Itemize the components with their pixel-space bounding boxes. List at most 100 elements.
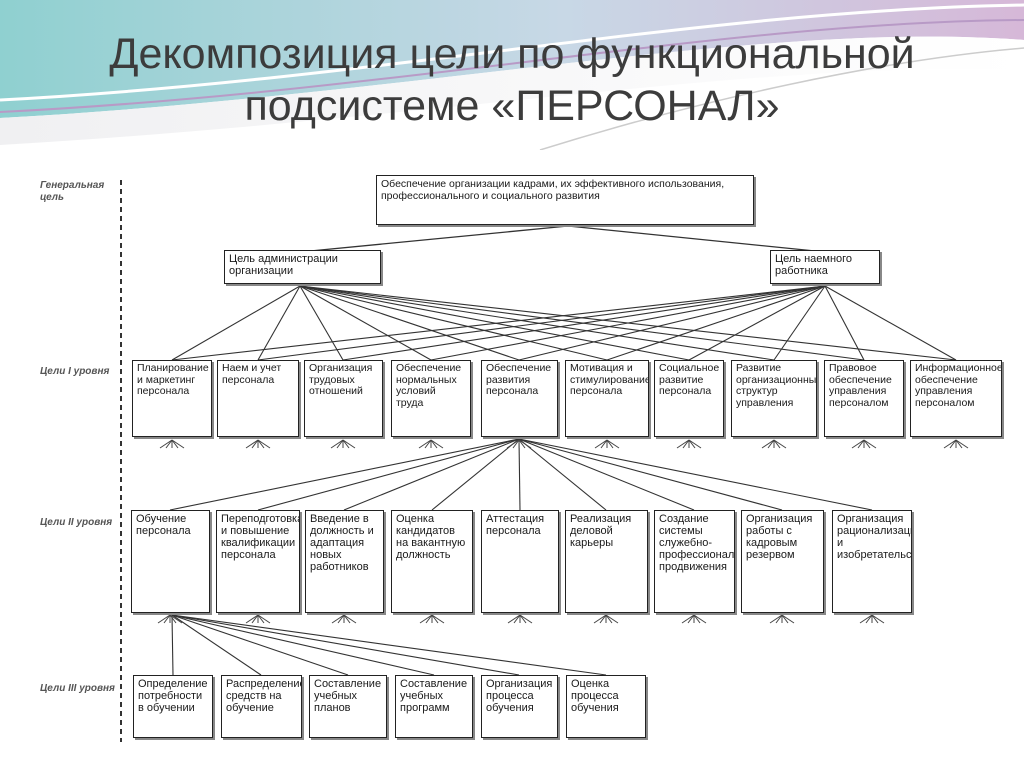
fan-mark (343, 614, 357, 624)
fan-mark (513, 614, 521, 624)
level2-goal-box: Аттестация персонала (481, 510, 559, 613)
fan-mark (169, 614, 177, 624)
fan-mark (507, 614, 521, 624)
connector-line (171, 285, 301, 361)
fan-mark (336, 439, 344, 449)
connector-line (824, 285, 957, 361)
fan-mark (251, 614, 259, 624)
connector-line (518, 438, 873, 511)
connector-line (171, 614, 520, 676)
fan-mark (688, 439, 702, 449)
level2-goal-box: Переподготовка и повышение квалификации … (216, 510, 300, 613)
level3-goal-box: Определение потребности в обучении (133, 675, 213, 738)
fan-mark (512, 439, 520, 449)
fan-mark (419, 614, 433, 624)
link-general-employee (567, 225, 826, 253)
connector-line (606, 285, 826, 361)
connector-line (299, 285, 432, 361)
fan-mark (430, 439, 444, 449)
fan-mark (257, 439, 265, 449)
fan-mark (605, 614, 619, 624)
fan-mark (693, 614, 701, 624)
level1-goal-box: Организация трудовых отношений (304, 360, 383, 437)
connector-line (824, 285, 865, 361)
connector-line (299, 285, 608, 361)
level1-goal-box: Обеспечение развития персонала (481, 360, 558, 437)
fan-mark (687, 614, 695, 624)
connector-line (257, 285, 826, 361)
connector-line (342, 285, 826, 361)
connector-line (688, 285, 826, 361)
connector-line (518, 438, 607, 511)
level3-goal-box: Распределение средств на обучение (221, 675, 302, 738)
level1-goal-box: Информационное обеспечение управления пе… (910, 360, 1002, 437)
fan-mark (767, 439, 775, 449)
level-label-1: Цели I уровня (40, 366, 110, 377)
level2-goal-box: Оценка кандидатов на вакантную должность (391, 510, 473, 613)
connector-line (171, 614, 174, 676)
fan-mark (343, 614, 351, 624)
employee-goal-box: Цель наемного работника (770, 250, 880, 284)
link-general-admin (299, 225, 569, 253)
fan-mark (676, 439, 690, 449)
level1-goal-box: Мотивация и стимулирование персонала (565, 360, 649, 437)
fan-mark (518, 439, 532, 449)
fan-mark (431, 614, 439, 624)
fan-mark (257, 614, 265, 624)
level2-goal-box: Введение в должность и адаптация новых р… (305, 510, 384, 613)
level3-goal-box: Оценка процесса обучения (566, 675, 646, 738)
fan-mark (518, 439, 526, 449)
fan-mark (857, 439, 865, 449)
fan-mark (871, 614, 885, 624)
level1-goal-box: Наем и учет персонала (217, 360, 299, 437)
fan-mark (681, 614, 695, 624)
level1-goal-box: Правовое обеспечение управления персонал… (824, 360, 904, 437)
fan-mark (169, 614, 183, 624)
level-label-general: Генеральная цель (40, 180, 105, 203)
fan-mark (605, 614, 613, 624)
connector-line (299, 285, 344, 361)
connector-line (518, 438, 695, 511)
fan-mark (949, 439, 957, 449)
fan-mark (257, 439, 271, 449)
connector-line (171, 614, 262, 676)
connector-line (171, 285, 826, 361)
fan-mark (519, 614, 527, 624)
links-level2-to-level3 (171, 614, 607, 676)
fan-mark (693, 614, 707, 624)
fan-mark (424, 439, 432, 449)
slide-title-line-2: подсистеме «ПЕРСОНАЛ» (244, 82, 780, 130)
connector-line (299, 285, 520, 361)
fan-mark (245, 614, 259, 624)
fan-mark (955, 439, 969, 449)
general-goal-box: Обеспечение организации кадрами, их эффе… (376, 175, 754, 225)
fan-mark (863, 439, 877, 449)
connector-line (518, 438, 521, 511)
fan-mark (943, 439, 957, 449)
fan-mark (773, 439, 787, 449)
decomposition-fan-marks (157, 439, 969, 624)
level3-goal-box: Организация процесса обучения (481, 675, 558, 738)
fan-mark (865, 614, 873, 624)
level2-goal-box: Реализация деловой карьеры (565, 510, 648, 613)
fan-mark (682, 439, 690, 449)
fan-mark (337, 614, 345, 624)
fan-mark (761, 439, 775, 449)
level-label-3: Цели III уровня (40, 683, 115, 694)
fan-mark (171, 439, 185, 449)
fan-mark (506, 439, 520, 449)
fan-mark (342, 439, 350, 449)
connector-line (343, 438, 520, 511)
level1-goal-box: Социальное развитие персонала (654, 360, 724, 437)
fan-mark (257, 614, 271, 624)
fan-mark (245, 439, 259, 449)
fan-mark (955, 439, 963, 449)
fan-mark (775, 614, 783, 624)
fan-mark (171, 439, 179, 449)
fan-mark (342, 439, 356, 449)
level3-goal-box: Составление учебных планов (309, 675, 387, 738)
header-banner (0, 0, 1024, 150)
level2-goal-box: Обучение персонала (131, 510, 210, 613)
